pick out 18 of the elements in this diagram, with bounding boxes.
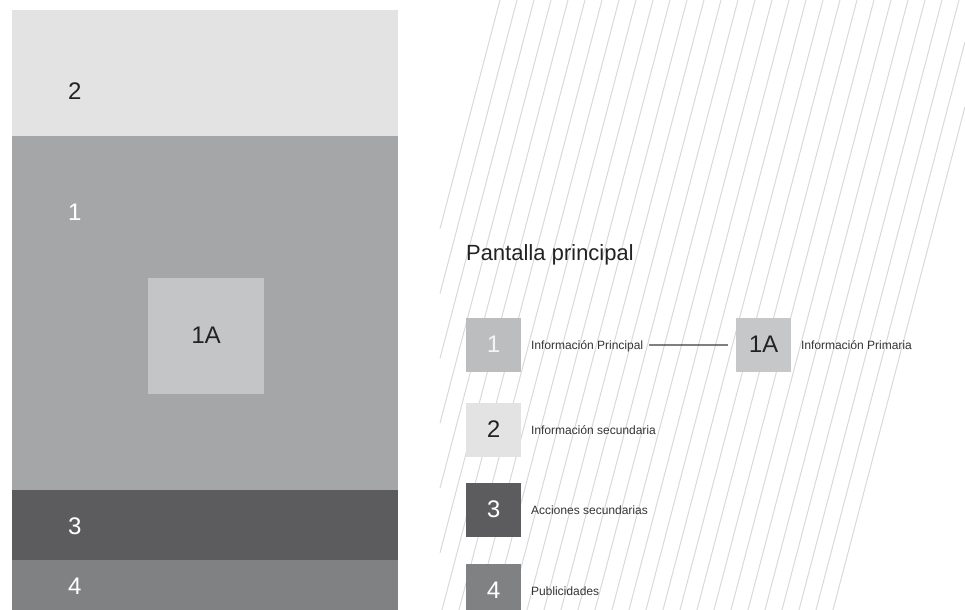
legend-text: Información secundaria (531, 423, 656, 437)
content-block: 1A (148, 278, 264, 394)
legend-text: Información Principal (531, 338, 644, 352)
number-tile: 4 (466, 564, 521, 610)
layout-region: 3 (12, 490, 398, 560)
number-tile: 2 (466, 403, 521, 457)
legend-text: Publicidades (531, 584, 600, 598)
connector-line (649, 344, 728, 346)
region-number: 1 (68, 201, 82, 225)
layout-region (12, 136, 398, 490)
number-tile: 3 (466, 483, 521, 537)
number-tile: 1A (736, 318, 791, 372)
layout-region: 2 (12, 10, 398, 136)
legend-text: Acciones secundarias (531, 503, 648, 517)
legend-text: Información Primaria (801, 338, 912, 352)
layout-region: 4 (12, 560, 398, 610)
title: Pantalla principal (466, 240, 634, 266)
number-tile: 1 (466, 318, 521, 372)
